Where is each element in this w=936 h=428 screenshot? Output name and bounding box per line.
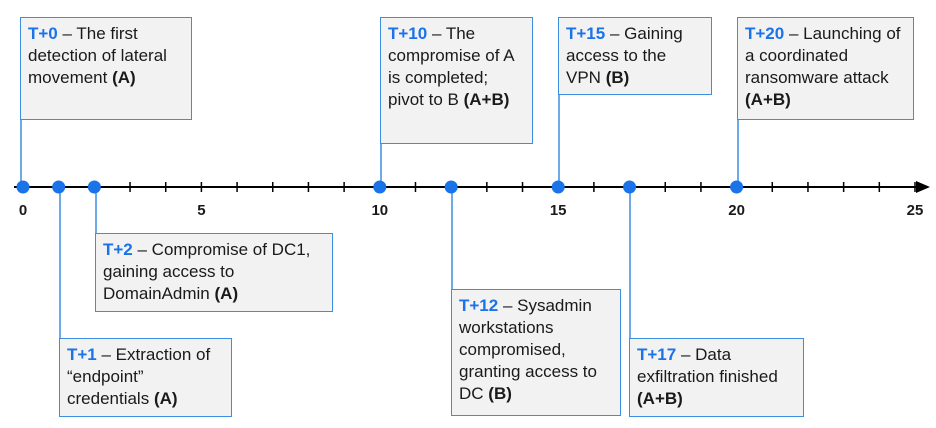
event-marker [623, 180, 637, 194]
event-actor: (B) [488, 384, 512, 403]
event-markers [16, 180, 744, 194]
event-description: – Gaining access to the VPN [566, 24, 683, 87]
event-marker [730, 180, 744, 194]
event-marker [16, 180, 30, 194]
event-actor: (A) [214, 284, 239, 303]
event-box-t1: T+1 – Extraction of “endpoint” credentia… [59, 338, 232, 417]
event-description: – Data exfiltration finished [637, 345, 778, 386]
event-box-t2: T+2 – Compromise of DC1, gaining access … [95, 233, 333, 312]
axis-tick-label: 15 [549, 202, 567, 219]
event-actor: (A) [112, 68, 136, 87]
event-box-t20: T+20 – Launching of a coordinated ransom… [737, 17, 914, 120]
event-actor: (A+B) [463, 90, 510, 109]
event-marker [551, 180, 565, 194]
event-description: – The compromise of A is completed; pivo… [388, 24, 514, 109]
event-box-t0: T+0 – The first detection of lateral mov… [20, 17, 192, 120]
event-time-label: T+15 [566, 24, 606, 43]
event-box-t15: T+15 – Gaining access to the VPN (B) [558, 17, 712, 95]
event-description: – Compromise of DC1, gaining access to D… [103, 240, 311, 303]
axis-tick-label: 25 [906, 202, 924, 219]
event-marker [373, 180, 387, 194]
event-time-label: T+2 [103, 240, 133, 259]
axis-arrowhead [916, 181, 930, 193]
event-marker [444, 180, 458, 194]
event-time-label: T+20 [745, 24, 785, 43]
event-time-label: T+12 [459, 296, 499, 315]
event-time-label: T+10 [388, 24, 428, 43]
connector-lines [20, 80, 739, 345]
axis-tick-label: 0 [18, 202, 28, 219]
event-description: – The first detection of lateral movemen… [28, 24, 167, 87]
event-time-label: T+0 [28, 24, 58, 43]
axis-tick-label: 10 [371, 202, 389, 219]
event-box-t12: T+12 – Sysadmin workstations compromised… [451, 289, 621, 416]
event-actor: (A+B) [745, 90, 791, 109]
event-actor: (A+B) [637, 389, 683, 408]
event-actor: (B) [605, 68, 630, 87]
event-marker [52, 180, 66, 194]
event-marker [87, 180, 101, 194]
event-description: – Extraction of “endpoint” credentials [67, 345, 211, 408]
event-box-t10: T+10 – The compromise of A is completed;… [380, 17, 533, 144]
event-actor: (A) [153, 389, 178, 408]
event-time-label: T+1 [67, 345, 97, 364]
event-description: – Sysadmin workstations compromised, gra… [459, 296, 597, 403]
axis-tick-label: 5 [197, 202, 206, 219]
axis-tick-label: 20 [728, 202, 745, 219]
event-box-t17: T+17 – Data exfiltration finished (A+B) [629, 338, 804, 417]
event-time-label: T+17 [637, 345, 677, 364]
event-description: – Launching of a coordinated ransomware … [745, 24, 901, 87]
